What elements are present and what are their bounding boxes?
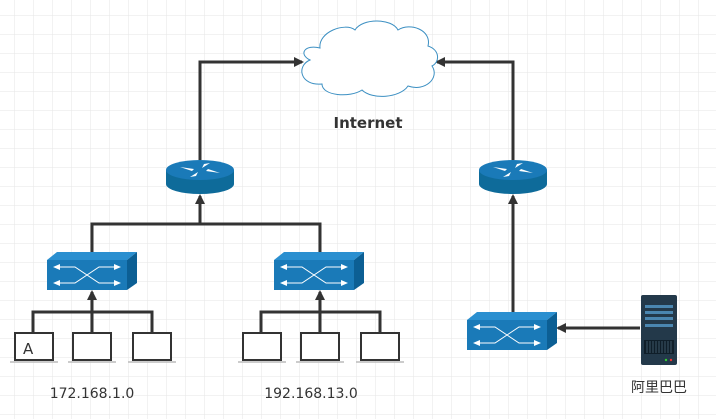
left-subnet-label: 172.168.1.0 (50, 386, 135, 402)
middle-switch-icon[interactable] (273, 251, 365, 291)
host-laptop-icon[interactable] (67, 332, 117, 363)
right-subnet-label: 192.168.13.0 (264, 386, 358, 402)
server-label: 阿里巴巴 (631, 380, 687, 396)
internet-cloud-icon (301, 20, 438, 97)
link-left-router-internet (198, 57, 304, 160)
host-laptop-icon[interactable] (295, 332, 345, 363)
right-router-icon[interactable] (479, 160, 547, 194)
host-label: A (23, 340, 34, 358)
link-right-router-internet (435, 57, 515, 160)
internet-label: Internet (333, 114, 402, 132)
connections (31, 57, 640, 333)
host-laptop-icon[interactable] (9, 332, 59, 363)
host-laptop-icon[interactable] (355, 332, 405, 363)
left-router-icon[interactable] (166, 160, 234, 194)
host-laptop-icon[interactable] (237, 332, 287, 363)
host-laptop-icon[interactable] (127, 332, 177, 363)
right-switch-icon[interactable] (466, 311, 558, 351)
link-switches-bus (90, 222, 322, 252)
server-icon[interactable] (641, 295, 677, 365)
left-switch-icon[interactable] (46, 251, 138, 291)
